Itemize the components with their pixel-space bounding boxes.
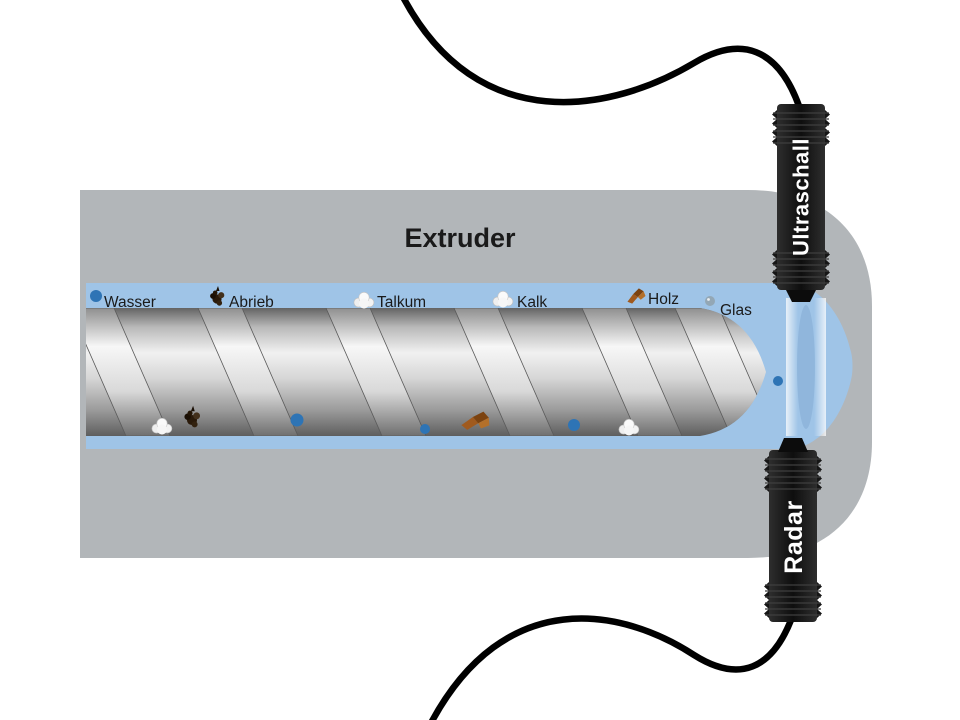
screw-flight xyxy=(581,308,683,436)
sensor-body xyxy=(769,450,817,622)
sensor-thread-lines xyxy=(773,112,829,144)
sensor-thread-lines xyxy=(773,252,829,284)
screw-flight xyxy=(453,308,555,436)
glass-bead-highlight xyxy=(707,298,710,301)
water-droplet-icon xyxy=(420,424,430,434)
label-kalk: Kalk xyxy=(517,294,547,311)
sensor-thread-lines xyxy=(765,584,821,616)
sensor-thread xyxy=(764,582,769,618)
radar-cable xyxy=(428,615,795,720)
ultrasound-sensor: Ultraschall xyxy=(772,104,830,302)
water-droplet-icon xyxy=(290,413,304,427)
diagram-title: Extruder xyxy=(404,223,516,253)
label-talkum: Talkum xyxy=(377,294,426,311)
label-holz: Holz xyxy=(648,291,679,308)
sensor-body xyxy=(777,104,825,290)
sensor-tip xyxy=(778,438,808,452)
glass-bead-icon xyxy=(705,296,715,306)
radar-sensor-label: Radar xyxy=(780,500,808,573)
water-droplet-icon xyxy=(773,376,783,386)
sensor-thread xyxy=(772,110,777,146)
screw-flight xyxy=(86,308,171,436)
screw-flights xyxy=(86,308,766,436)
sensor-tip xyxy=(786,290,816,302)
screw-flight xyxy=(674,308,766,436)
sensor-thread xyxy=(817,582,822,618)
radar-sensor: Radar xyxy=(764,438,822,622)
screw-flight xyxy=(197,308,299,436)
screw-flight xyxy=(325,308,427,436)
ultrasound-sensor-label: Ultraschall xyxy=(789,138,814,256)
sensor-thread xyxy=(825,110,830,146)
sensor-thread-lines xyxy=(765,458,821,490)
ultrasound-cable xyxy=(400,0,803,110)
water-droplet-icon xyxy=(568,419,580,431)
label-wasser: Wasser xyxy=(104,294,156,311)
water-droplet-icon xyxy=(90,290,102,302)
label-abrieb: Abrieb xyxy=(229,294,274,311)
label-glas: Glas xyxy=(720,302,752,319)
ultrasound-beam-lens xyxy=(797,305,815,429)
